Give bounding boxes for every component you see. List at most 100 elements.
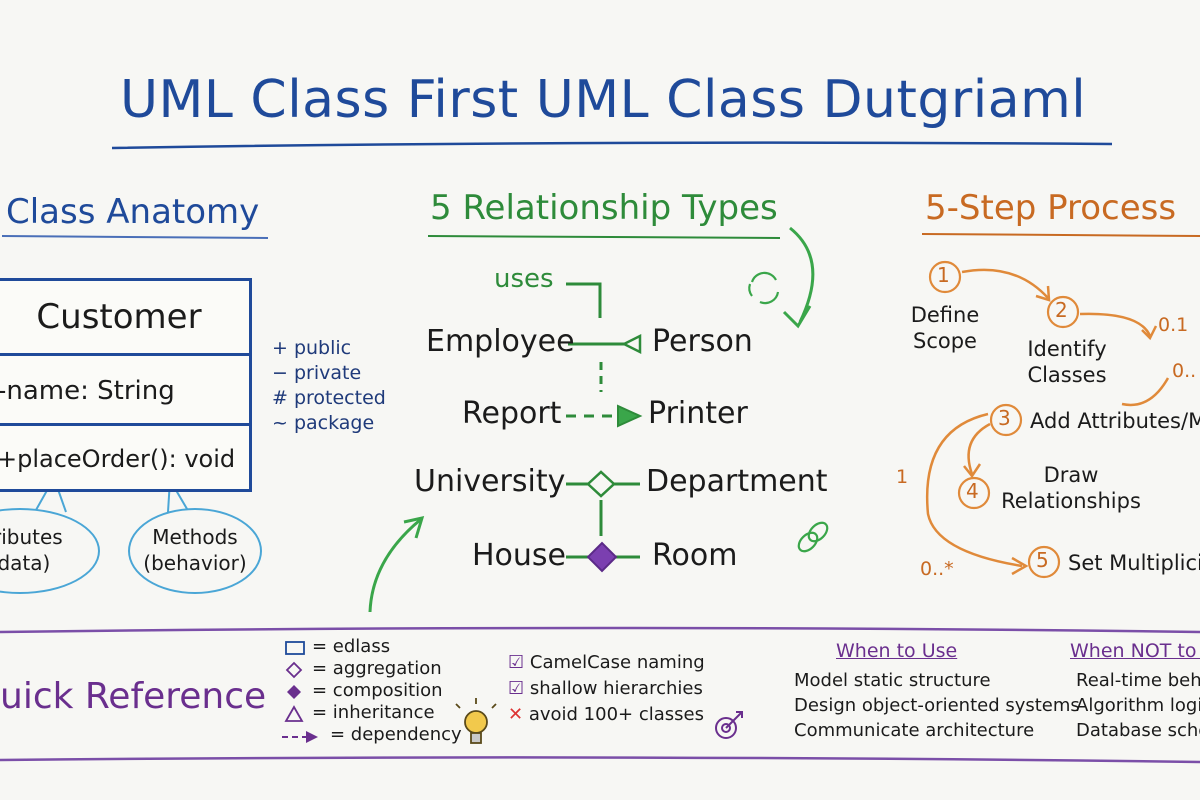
lightbulb-icon bbox=[455, 698, 497, 744]
step-label-5-line-1: Set Multiplici bbox=[1068, 551, 1200, 575]
step-number-5: 5 bbox=[1036, 548, 1049, 572]
visibility-protected: # protected bbox=[272, 387, 386, 409]
class-name: Customer bbox=[36, 297, 202, 337]
step-label-1-line-1: Define bbox=[910, 303, 980, 327]
step-label-4-line-2: Relationships bbox=[1001, 489, 1141, 513]
multiplicity-0-dots: 0.. bbox=[1172, 360, 1197, 382]
step-label-1: Define Scope bbox=[900, 302, 990, 354]
tip-avoid-text: avoid 100+ classes bbox=[528, 704, 704, 725]
curved-arrow-bottom bbox=[368, 518, 421, 613]
curved-arrow-top bbox=[789, 226, 815, 323]
tip-shallow: ☑ shallow hierarchies bbox=[508, 676, 705, 702]
title-underline bbox=[111, 141, 1113, 150]
legend-class-symbol bbox=[285, 641, 305, 655]
checkbox-icon: ☑ bbox=[508, 652, 525, 673]
visibility-public: + public bbox=[272, 337, 352, 359]
visibility-legend: + public − private # protected ~ package bbox=[272, 336, 386, 436]
tip-camelcase: ☑ CamelCase naming bbox=[508, 650, 705, 676]
tip-shallow-text: shallow hierarchies bbox=[529, 678, 703, 699]
step-label-4-line-1: Draw bbox=[1043, 463, 1099, 487]
step-number-2: 2 bbox=[1055, 298, 1068, 322]
relationship-left-university: University bbox=[414, 464, 566, 499]
cycle-icon bbox=[748, 271, 780, 305]
checkbox-icon: ☑ bbox=[508, 678, 525, 699]
uses-bracket bbox=[566, 282, 602, 318]
page-title: UML Class First UML Class Dutgriaml bbox=[120, 70, 1087, 130]
step-number-4: 4 bbox=[966, 479, 979, 503]
aggregation-diamond bbox=[586, 470, 616, 498]
legend-dependency: = dependency bbox=[330, 724, 462, 745]
legend-inheritance-symbol bbox=[284, 705, 304, 722]
when-to-use-list: Model static structure Design object-ori… bbox=[794, 668, 1080, 743]
qr-bottom-line bbox=[0, 756, 1200, 764]
tip-camelcase-text: CamelCase naming bbox=[529, 652, 705, 673]
methods-bubble-line-1: Methods bbox=[152, 525, 238, 549]
when-not-list: Real-time beha Algorithm logic Database … bbox=[1076, 668, 1200, 743]
relationships-underline bbox=[427, 235, 781, 239]
legend-inheritance: = inheritance bbox=[312, 702, 435, 723]
legend-dependency-arrowhead bbox=[306, 731, 318, 743]
step-label-2-line-1: Identify bbox=[1027, 337, 1107, 361]
dependency-arrowhead bbox=[617, 404, 643, 428]
inheritance-triangle bbox=[621, 333, 642, 355]
step-label-2: Identify Classes bbox=[1012, 336, 1122, 388]
when-to-use-heading: When to Use bbox=[836, 640, 958, 662]
anatomy-underline bbox=[1, 235, 269, 239]
class-attribute: -name: String bbox=[0, 353, 249, 426]
link-icon bbox=[797, 521, 829, 553]
relationship-right-printer: Printer bbox=[648, 396, 748, 431]
relationship-right-department: Department bbox=[646, 464, 828, 499]
step-label-3: Add Attributes/M bbox=[1030, 408, 1200, 434]
step-label-1-line-2: Scope bbox=[913, 329, 977, 353]
qr-top-line bbox=[0, 626, 1200, 634]
legend-composition: = composition bbox=[312, 680, 443, 701]
step-number-3: 3 bbox=[998, 406, 1011, 430]
step-circle-1 bbox=[928, 260, 962, 294]
cross-icon: ✕ bbox=[508, 704, 524, 725]
class-box: Customer -name: String +placeOrder(): vo… bbox=[0, 278, 252, 492]
step-circle-2 bbox=[1046, 295, 1080, 329]
methods-bubble: Methods (behavior) bbox=[128, 508, 262, 594]
when-to-use-item: Communicate architecture bbox=[794, 720, 1035, 741]
process-arrow-right-3 bbox=[1121, 377, 1170, 407]
attributes-bubble-line-2: (data) bbox=[0, 551, 51, 575]
process-arrow-3-4 bbox=[967, 422, 991, 475]
process-arrow-1-2 bbox=[961, 268, 1049, 299]
step-label-3-line-1: Add Attributes/M bbox=[1030, 409, 1200, 433]
when-not-item: Database schen bbox=[1076, 720, 1200, 741]
step-circle-3 bbox=[989, 403, 1023, 437]
relationship-right-room: Room bbox=[652, 538, 738, 573]
multiplicity-0-many: 0..* bbox=[920, 558, 954, 580]
target-icon bbox=[715, 711, 743, 739]
process-underline bbox=[921, 233, 1200, 237]
multiplicity-0-1: 0.1 bbox=[1158, 314, 1189, 336]
step-label-5: Set Multiplici bbox=[1068, 550, 1200, 576]
visibility-package: ~ package bbox=[272, 412, 375, 434]
when-to-use-item: Design object-oriented systems bbox=[794, 695, 1080, 716]
uses-label: uses bbox=[494, 264, 554, 294]
tips-list: ☑ CamelCase naming ☑ shallow hierarchies… bbox=[508, 650, 705, 728]
multiplicity-1: 1 bbox=[896, 466, 909, 488]
relationship-left-report: Report bbox=[462, 396, 562, 431]
step-label-4: Draw Relationships bbox=[996, 462, 1146, 514]
legend-aggregation-symbol bbox=[285, 661, 303, 679]
tip-avoid: ✕ avoid 100+ classes bbox=[508, 702, 705, 728]
visibility-private: − private bbox=[272, 362, 362, 384]
step-number-1: 1 bbox=[937, 263, 950, 287]
when-to-use-item: Model static structure bbox=[794, 670, 991, 691]
when-not-item: Algorithm logic bbox=[1076, 695, 1200, 716]
legend-composition-symbol bbox=[287, 685, 301, 699]
step-circle-4 bbox=[957, 476, 991, 510]
legend-class: = edlass bbox=[312, 636, 391, 657]
class-method: +placeOrder(): void bbox=[0, 423, 249, 492]
when-not-item: Real-time beha bbox=[1076, 670, 1200, 691]
legend-aggregation: = aggregation bbox=[312, 658, 442, 679]
relationship-left-house: House bbox=[472, 538, 567, 573]
section-title-relationship-types: 5 Relationship Types bbox=[430, 188, 778, 228]
section-title-class-anatomy: Class Anatomy bbox=[6, 192, 260, 232]
composition-diamond bbox=[586, 541, 618, 573]
when-not-heading: When NOT to U bbox=[1070, 640, 1200, 662]
quick-reference-title: uick Reference bbox=[0, 676, 267, 717]
methods-bubble-line-2: (behavior) bbox=[143, 551, 247, 575]
